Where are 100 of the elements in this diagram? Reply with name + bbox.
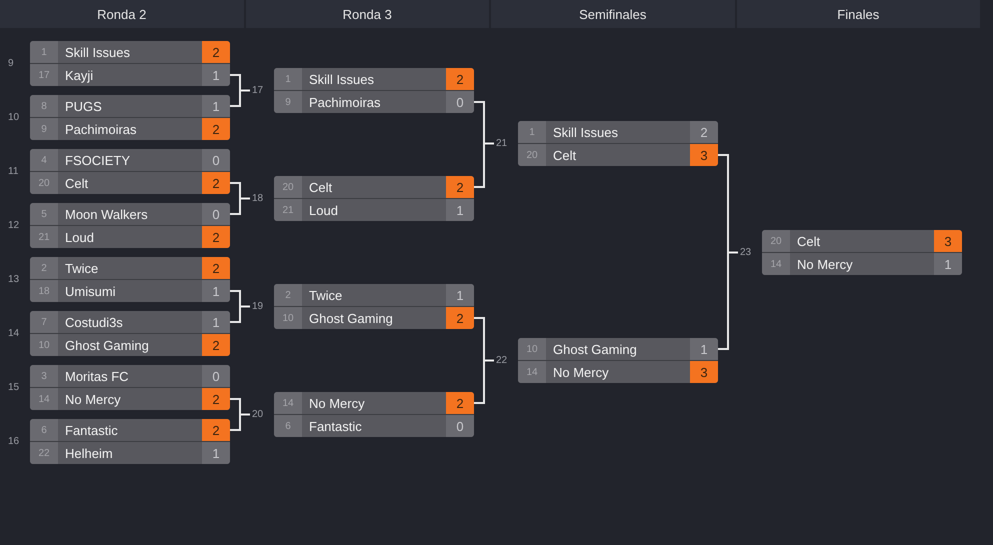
team-name: Moon Walkers — [64, 206, 149, 224]
team-name: Fantastic — [308, 418, 363, 436]
score-cell: 1 — [690, 338, 718, 360]
bracket-line — [230, 90, 250, 107]
team-row — [30, 334, 230, 356]
bracket-line — [230, 198, 250, 215]
seed-cell: 22 — [30, 442, 58, 464]
team-row — [274, 284, 474, 306]
team-name: PUGS — [64, 98, 103, 116]
seed-cell: 1 — [518, 121, 546, 143]
team-row — [274, 415, 474, 437]
team-row — [30, 95, 230, 117]
team-name: Twice — [308, 286, 344, 304]
score-cell: 1 — [202, 442, 230, 464]
team-name: Helheim — [64, 444, 114, 462]
column-header: Ronda 3 — [246, 0, 489, 28]
seed-cell: 10 — [518, 338, 546, 360]
team-row — [30, 257, 230, 279]
match-number: 9 — [7, 58, 15, 69]
column-header: Ronda 2 — [0, 0, 244, 28]
seed-cell: 10 — [30, 334, 58, 356]
team-name: FSOCIETY — [64, 152, 132, 170]
match-number: 21 — [495, 138, 508, 149]
team-name: Ghost Gaming — [308, 310, 394, 328]
team-row — [518, 121, 718, 143]
match-number: 10 — [7, 112, 20, 123]
team-name: No Mercy — [308, 394, 366, 413]
team-row — [30, 442, 230, 464]
seed-cell: 5 — [30, 203, 58, 225]
score-cell: 0 — [446, 415, 474, 437]
seed-cell: 4 — [30, 149, 58, 171]
score-cell: 2 — [446, 68, 474, 90]
team-name: Skill Issues — [308, 70, 376, 88]
seed-cell: 21 — [274, 199, 302, 221]
score-cell: 2 — [202, 334, 230, 356]
seed-cell: 6 — [274, 415, 302, 437]
team-name: Skill Issues — [64, 44, 132, 62]
seed-cell: 2 — [274, 284, 302, 306]
team-row — [762, 230, 962, 252]
score-cell: 2 — [202, 419, 230, 441]
team-name: No Mercy — [552, 364, 610, 382]
team-name: No Mercy — [796, 256, 854, 274]
score-cell: 1 — [934, 253, 962, 275]
team-row — [30, 280, 230, 302]
seed-cell: 18 — [30, 280, 58, 302]
seed-cell: 9 — [274, 91, 302, 113]
seed-cell: 20 — [30, 172, 58, 194]
score-cell: 2 — [446, 307, 474, 329]
team-name: Celt — [64, 174, 90, 192]
team-row — [30, 365, 230, 387]
score-cell: 2 — [446, 392, 474, 414]
match-number: 15 — [7, 382, 20, 393]
score-cell: 2 — [202, 118, 230, 140]
team-row — [30, 41, 230, 63]
score-cell: 2 — [202, 226, 230, 248]
team-name: Pachimoiras — [64, 120, 138, 138]
team-row — [30, 118, 230, 140]
match-number: 16 — [7, 436, 20, 447]
team-row — [30, 149, 230, 171]
team-row — [274, 392, 474, 414]
score-cell: 2 — [202, 257, 230, 279]
team-name: Pachimoiras — [308, 94, 382, 112]
team-row — [274, 307, 474, 329]
score-cell: 2 — [446, 176, 474, 198]
column-header: Semifinales — [491, 0, 734, 28]
bracket-line — [718, 252, 738, 350]
score-cell: 2 — [202, 388, 230, 410]
team-row — [274, 176, 474, 198]
team-name: Costudi3s — [64, 314, 124, 332]
seed-cell: 14 — [762, 253, 790, 275]
team-name: Ghost Gaming — [64, 336, 150, 355]
team-row — [518, 361, 718, 383]
seed-cell: 20 — [518, 144, 546, 166]
match-number: 14 — [7, 328, 20, 339]
seed-cell: 17 — [30, 64, 58, 86]
score-cell: 1 — [446, 199, 474, 221]
score-cell: 2 — [690, 121, 718, 143]
team-row — [274, 199, 474, 221]
score-cell: 1 — [446, 284, 474, 306]
score-cell: 1 — [202, 311, 230, 333]
seed-cell: 10 — [274, 307, 302, 329]
seed-cell: 20 — [762, 230, 790, 252]
score-cell: 0 — [446, 91, 474, 113]
bracket-line — [230, 414, 250, 431]
team-name: Celt — [796, 232, 822, 250]
team-name: Umisumi — [64, 282, 117, 300]
team-row — [30, 64, 230, 86]
team-row — [30, 388, 230, 410]
team-name: Celt — [308, 178, 334, 196]
team-name: Kayji — [64, 66, 94, 85]
team-row — [30, 172, 230, 194]
seed-cell: 14 — [274, 392, 302, 414]
team-row — [762, 253, 962, 275]
score-cell: 0 — [202, 203, 230, 225]
seed-cell: 7 — [30, 311, 58, 333]
match-number: 22 — [495, 355, 508, 366]
match-number: 17 — [251, 85, 264, 96]
team-name: Moritas FC — [64, 368, 130, 386]
seed-cell: 8 — [30, 95, 58, 117]
team-name: Ghost Gaming — [552, 340, 638, 359]
